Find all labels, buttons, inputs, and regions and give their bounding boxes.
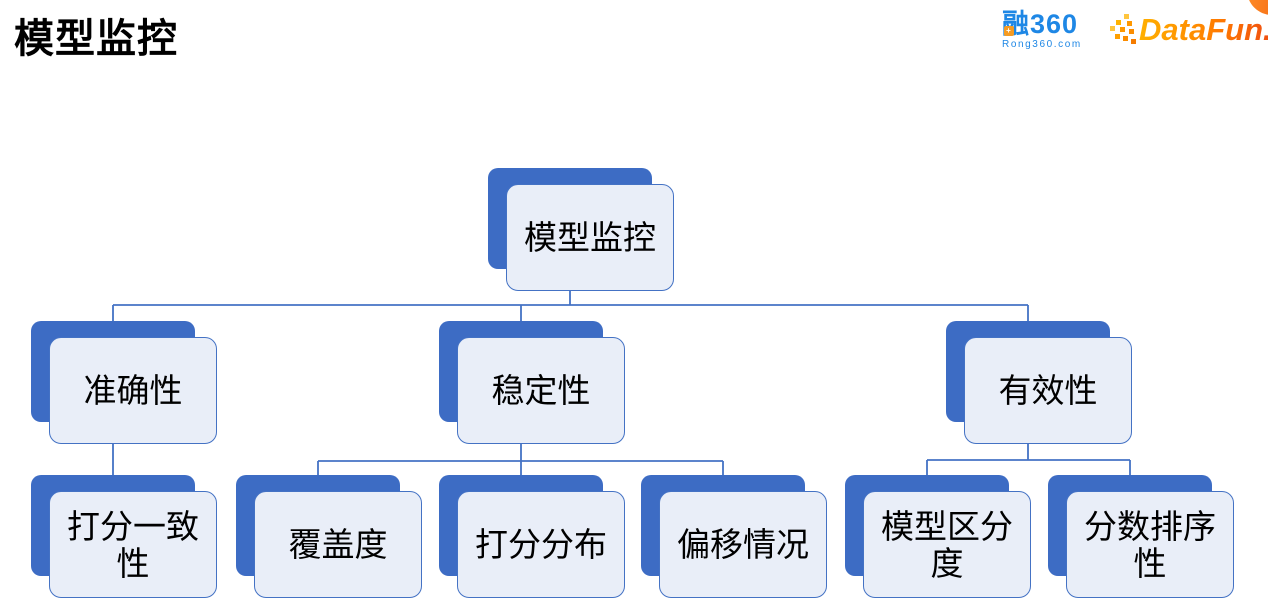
node-coverage-box: 覆盖度 (254, 491, 422, 598)
node-shift-box: 偏移情况 (659, 491, 827, 598)
node-score-ranking: 分数排序性 (1048, 475, 1234, 598)
rong360-logo: 融360 + Rong360.com (1002, 10, 1112, 50)
node-score-consistency-box: 打分一致性 (49, 491, 217, 598)
node-score-consistency: 打分一致性 (31, 475, 217, 598)
logo-area: 融360 + Rong360.com DataFun. (998, 0, 1268, 62)
node-stability: 稳定性 (439, 321, 625, 444)
node-model-discrimination-label: 模型区分度 (881, 507, 1013, 582)
node-validity-box: 有效性 (964, 337, 1132, 444)
page-title: 模型监控 (14, 17, 178, 61)
node-stability-label: 稳定性 (491, 372, 591, 409)
node-score-distribution: 打分分布 (439, 475, 625, 598)
rong360-logo-text: 融360 + (1002, 9, 1079, 39)
node-shift-label: 偏移情况 (677, 526, 809, 563)
node-score-distribution-label: 打分分布 (475, 526, 607, 563)
node-model-discrimination: 模型区分度 (845, 475, 1031, 598)
node-validity-label: 有效性 (998, 372, 1098, 409)
node-stability-box: 稳定性 (457, 337, 625, 444)
node-shift: 偏移情况 (641, 475, 827, 598)
node-accuracy: 准确性 (31, 321, 217, 444)
rong360-url-text: Rong360.com (1002, 39, 1082, 50)
node-accuracy-box: 准确性 (49, 337, 217, 444)
datafun-logo: DataFun. (1110, 12, 1268, 48)
datafun-mosaic-icon (1110, 14, 1137, 46)
node-root: 模型监控 (488, 168, 674, 291)
node-score-distribution-box: 打分分布 (457, 491, 625, 598)
node-accuracy-label: 准确性 (83, 372, 183, 409)
node-coverage: 覆盖度 (236, 475, 422, 598)
node-score-ranking-box: 分数排序性 (1066, 491, 1234, 598)
node-score-consistency-label: 打分一致性 (67, 507, 199, 582)
node-validity: 有效性 (946, 321, 1132, 444)
datafun-logo-text: DataFun. (1139, 12, 1268, 48)
rong360-accent-icon: + (1004, 26, 1014, 36)
node-root-label: 模型监控 (524, 219, 656, 256)
node-coverage-label: 覆盖度 (288, 526, 388, 563)
node-score-ranking-label: 分数排序性 (1084, 507, 1216, 582)
node-root-box: 模型监控 (506, 184, 674, 291)
node-model-discrimination-box: 模型区分度 (863, 491, 1031, 598)
